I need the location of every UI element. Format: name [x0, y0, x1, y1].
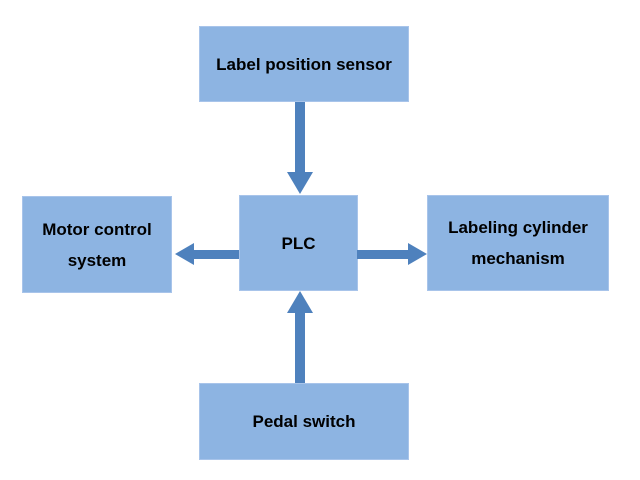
arrow-pedal-to-plc: [287, 291, 313, 383]
arrow-head-right-icon: [408, 243, 427, 265]
node-label-position-sensor: Label position sensor: [199, 26, 409, 102]
arrow-plc-to-cylinder: [357, 243, 427, 265]
arrow-stem: [295, 102, 305, 173]
node-motor-control-system: Motor control system: [22, 196, 172, 293]
arrow-head-up-icon: [287, 291, 313, 313]
node-plc-label: PLC: [281, 233, 316, 253]
node-motor-control-system-label: Motor control system: [42, 219, 152, 270]
arrow-stem: [357, 250, 409, 259]
arrow-stem: [193, 250, 239, 259]
arrow-head-down-icon: [287, 172, 313, 194]
node-labeling-cylinder-mechanism-label: Labeling cylinder mechanism: [448, 218, 588, 268]
node-pedal-switch: Pedal switch: [199, 383, 409, 460]
arrow-head-left-icon: [175, 243, 194, 265]
node-pedal-switch-label: Pedal switch: [252, 412, 356, 431]
arrow-stem: [295, 312, 305, 383]
arrow-sensor-to-plc: [287, 102, 313, 194]
node-plc: PLC: [239, 195, 358, 291]
node-labeling-cylinder-mechanism: Labeling cylinder mechanism: [427, 195, 609, 291]
node-label-position-sensor-label: Label position sensor: [216, 54, 392, 74]
arrow-plc-to-motor: [175, 243, 239, 265]
